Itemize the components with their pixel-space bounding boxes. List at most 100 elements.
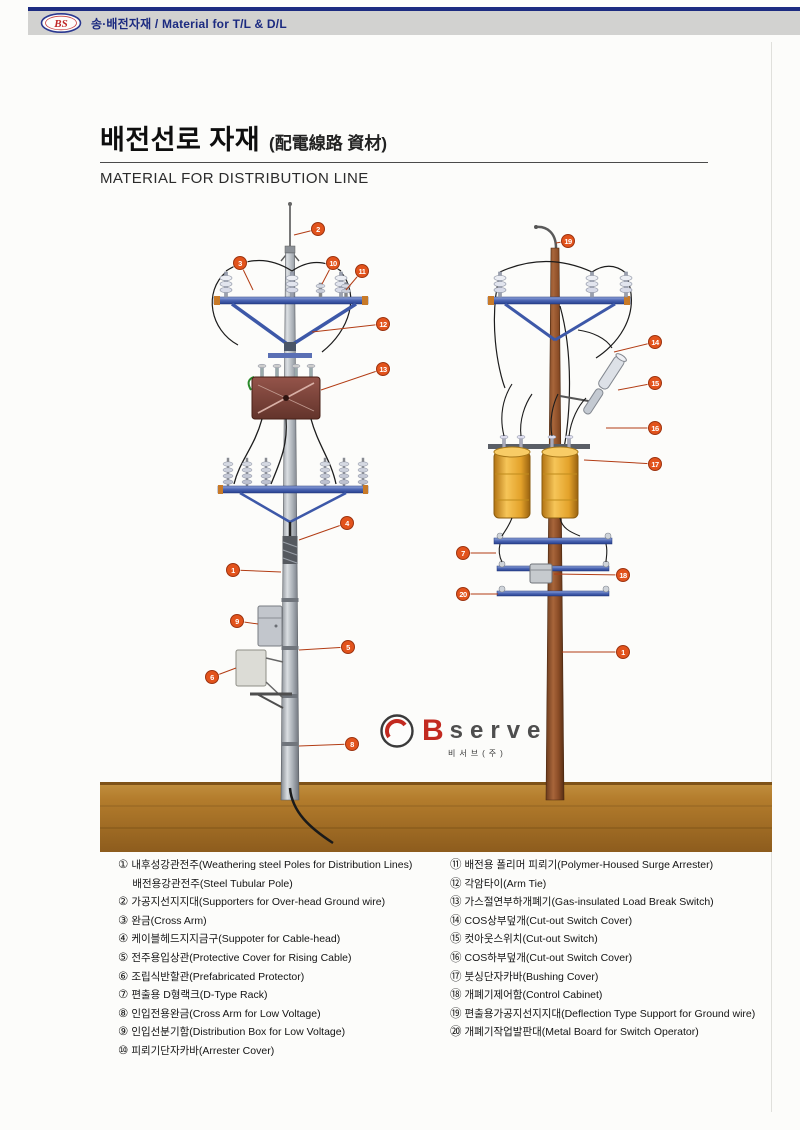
cross-arm-lower (217, 485, 369, 524)
legend-item-number: ⑯ (450, 951, 462, 964)
legend-item-number: ③ (118, 914, 129, 927)
transformer (493, 446, 531, 519)
legend-item-text: 완금(Cross Arm) (131, 914, 207, 927)
legend-item-text: 가공지선지지대(Supporters for Over-head Ground … (131, 896, 386, 909)
legend-item-number: ⑮ (450, 933, 462, 946)
cross-arm-right-pole (487, 296, 631, 342)
surge-arresters-lower (222, 457, 369, 487)
legend-item-text: 인입선분기함(Distribution Box for Low Voltage) (131, 1026, 346, 1039)
meter-box (235, 649, 284, 699)
legend-item-text: 개폐기제어함(Control Cabinet) (464, 989, 603, 1002)
legend-item-number: ⑱ (450, 989, 462, 1002)
load-break-switch (247, 363, 321, 420)
legend-item-number: ⑲ (450, 1007, 462, 1020)
legend-item-number: ② (118, 896, 129, 909)
ground-band (100, 782, 772, 852)
pin-insulators (219, 271, 348, 298)
legend-item-number: ⑧ (118, 1007, 129, 1020)
legend-item-text: COS상부덮개(Cut-out Switch Cover) (464, 914, 633, 927)
deflection-ground-wire-support-icon (535, 225, 558, 249)
legend-item-text: 케이블헤드지지금구(Suppoter for Cable-head) (131, 933, 341, 946)
underground-cable (288, 787, 334, 845)
legend-item-text: 편출용 D형랙크(D-Type Rack) (131, 989, 268, 1002)
legend-item-text: 가스절연부하개폐기(Gas-insulated Load Break Switc… (464, 896, 714, 909)
mid-bracket (268, 353, 312, 358)
legend-item-number: ⑥ (118, 970, 129, 983)
legend-item-number: ⑳ (450, 1026, 462, 1039)
title-block: 배전선로 자재 (配電線路 資材) MATERIAL FOR DISTRIBUT… (100, 118, 708, 187)
legend-item-text: 전주용입상관(Protective Cover for Rising Cable… (131, 951, 352, 964)
page-header: BS 송·배전자재 / Material for T/L & D/L (28, 11, 800, 35)
weathering-pole-body (545, 247, 565, 801)
legend-item-text: 피뢰기단자카바(Arrester Cover) (131, 1044, 275, 1057)
bserve-brand-subtitle: 비서브(주) (448, 749, 507, 758)
legend-item-text: 내후성강관전주(Weathering steel Poles for Distr… (131, 859, 413, 890)
title-rule (100, 162, 708, 163)
control-cabinet (529, 563, 553, 584)
page-title-korean: 배전선로 자재 (100, 125, 261, 155)
jumper-wires-right (493, 260, 632, 449)
legend-item-number: ⑦ (118, 989, 129, 1002)
legend-item-number: ⑬ (450, 896, 462, 909)
legend-item-number: ⑭ (450, 914, 462, 927)
transformer (541, 446, 579, 519)
legend-item-text: 인입전용완금(Cross Arm for Low Voltage) (131, 1007, 321, 1020)
bserve-brand-b: B (422, 714, 444, 747)
legend-item-number: ④ (118, 933, 129, 946)
legend-item-text: 컷아웃스위치(Cut-out Switch) (464, 933, 598, 946)
page-title-hanja: (配電線路 資材) (269, 134, 388, 153)
legend-item-text: 개폐기작업발판대(Metal Board for Switch Operator… (464, 1026, 699, 1039)
cable-head (282, 536, 298, 564)
cut-out-switch (559, 329, 627, 415)
weathering-steel-pole (487, 225, 633, 801)
legend-item-number: ⑤ (118, 951, 129, 964)
page-edge-line (771, 42, 772, 1112)
rising-cable-cover (281, 598, 299, 746)
legend-item-text: 조립식반할관(Prefabricated Protector) (131, 970, 305, 983)
pin-insulators-right (493, 271, 633, 298)
low-voltage-racks (493, 517, 613, 597)
legend-item-text: 붓싱단자카바(Bushing Cover) (464, 970, 599, 983)
legend-item-text: COS하부덮개(Cut-out Switch Cover) (464, 951, 633, 964)
header-title: 송·배전자재 / Material for T/L & D/L (91, 16, 287, 31)
legend-item-number: ⑪ (450, 859, 462, 871)
bs-logo: BS (40, 13, 82, 33)
legend-item-number: ⑰ (450, 970, 462, 983)
switch-cables (233, 418, 337, 485)
legend-item-number: ⑩ (118, 1044, 129, 1057)
arm-tie-clamp (284, 342, 296, 351)
legend-item-text: 각암타이(Arm Tie) (464, 877, 547, 890)
bserve-brand-serve: serve (449, 717, 548, 744)
distribution-box (257, 605, 283, 647)
transformer-bank (488, 383, 590, 519)
bserve-logo-icon (380, 714, 414, 748)
legend-item-number: ⑨ (118, 1026, 129, 1039)
header-top-rule (28, 7, 800, 11)
surge-arresters-upper (315, 282, 351, 298)
lightning-rod-tip-icon (288, 202, 292, 206)
pole-step-bracket (250, 692, 292, 709)
legend-item-number: ① (118, 859, 129, 871)
